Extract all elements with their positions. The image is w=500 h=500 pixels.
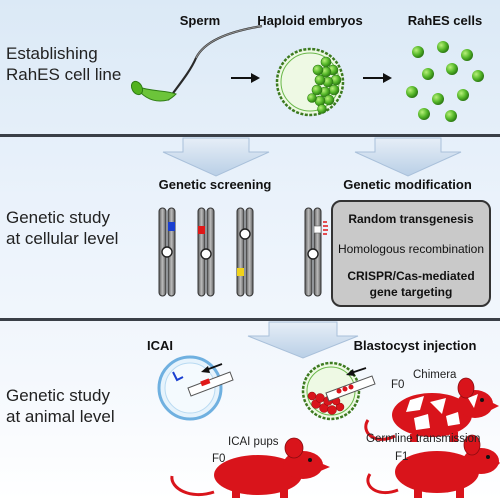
sperm-icon [130,24,263,102]
label-germline-transmission: Germline transmission [366,433,481,445]
chromosome-2 [197,207,215,297]
header-genetic-modification: Genetic modification [343,177,472,192]
section-label-line: at animal level [6,407,115,426]
label-sperm: Sperm [179,13,221,28]
section-divider-top [0,134,500,137]
transition-arrow-right-top [354,137,462,177]
label-f0-icai: F0 [212,453,226,465]
header-icai: ICAI [147,338,173,353]
transition-arrow-bottom [247,321,359,359]
blastocyst-injection-icon [301,361,376,421]
section-label-line: at cellular level [6,229,119,248]
label-haploid-embryos: Haploid embryos [257,13,363,28]
haploid-embryo-icon [275,47,345,117]
icai-pup-mouse-icon [170,437,330,498]
chromosome-3 [236,207,254,297]
transition-arrow-left-top [162,137,270,177]
section-label-line: Genetic study [6,386,110,405]
section-label-line: Establishing [6,44,98,63]
chromosome-modified [304,207,328,297]
arrow-sperm-to-embryo [231,73,260,83]
section-label-establishing: Establishing RahES cell line [6,43,121,85]
section-label-line: RahES cell line [6,65,122,84]
method-crispr-line2: gene targeting [369,285,453,299]
header-genetic-screening: Genetic screening [158,177,272,192]
label-chimera: Chimera [413,369,457,381]
label-f0-chimera: F0 [391,379,405,391]
section-label-line: Genetic study [6,208,110,227]
modification-methods-box: Random transgenesis Homologous recombina… [331,200,491,307]
arrow-embryo-to-cells [363,73,392,83]
section-label-animal: Genetic study at animal level [6,385,115,427]
section-label-cellular: Genetic study at cellular level [6,207,118,249]
icai-oocyte-icon [157,355,234,421]
label-icai-pups: ICAI pups [228,436,279,448]
section-divider-bottom [0,318,500,321]
method-random-transgenesis: Random transgenesis [348,212,474,226]
label-f1: F1 [395,451,409,463]
header-blastocyst-injection: Blastocyst injection [353,338,477,353]
chromosome-1 [158,207,176,297]
f1-mouse-icon [366,434,500,498]
chimera-mouse-icon [364,377,499,442]
label-rahes-cells: RahES cells [407,13,483,28]
method-crispr-line1: CRISPR/Cas-mediated [347,269,475,283]
rahes-cells-icon [406,41,484,122]
method-homologous-recombination: Homologous recombination [337,242,485,256]
